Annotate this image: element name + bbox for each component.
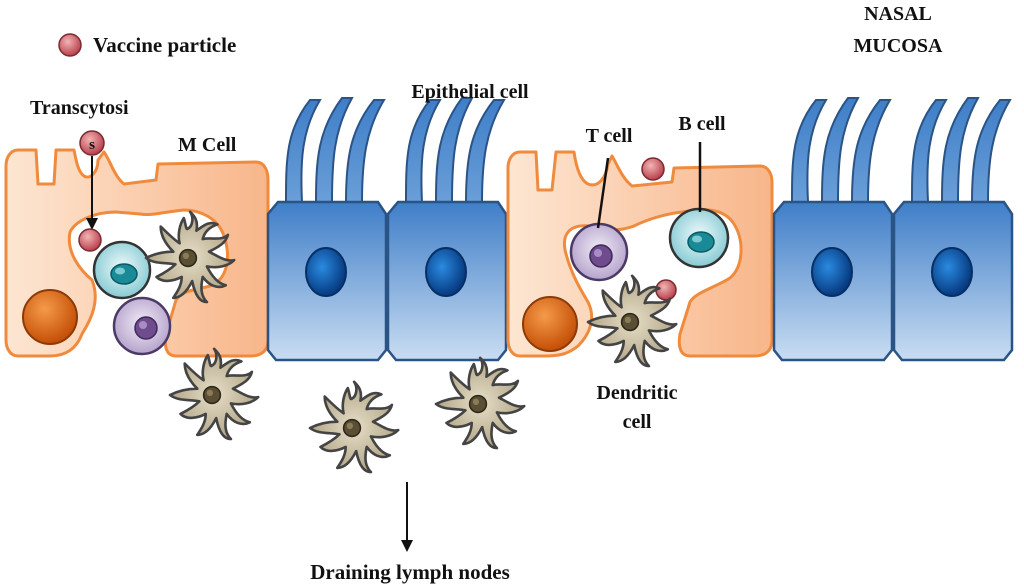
epithelial-cell-3 <box>772 96 894 362</box>
vaccine-particle-surface-right <box>641 157 665 181</box>
epithelial-cell-1 <box>266 96 388 362</box>
dendritic-cell-below-3 <box>434 356 526 450</box>
transcytosis-label-s: s <box>89 137 95 153</box>
nasal-title-line1: NASAL <box>864 3 932 25</box>
b-cell-left <box>92 240 152 300</box>
dendritic-cell-label-line2: cell <box>623 411 652 433</box>
legend-vaccine-particle-icon <box>58 33 82 57</box>
vaccine-particle-right-pocket <box>655 279 677 301</box>
m-cell-right <box>506 150 774 358</box>
dendritic-cell-below-1 <box>168 347 260 441</box>
b-cell-right <box>668 207 730 269</box>
vaccine-particle-in-pocket <box>78 228 102 252</box>
t-cell-pointer <box>596 157 610 229</box>
transcytosis-label: Transcytosi <box>30 97 129 119</box>
m-cell-left <box>4 148 270 358</box>
draining-lymph-nodes-label: Draining lymph nodes <box>310 560 510 584</box>
dendritic-cell-below-2 <box>308 380 400 474</box>
t-cell-right <box>569 222 629 282</box>
nasal-title-line2: MUCOSA <box>854 35 943 57</box>
m-cell-nucleus-right <box>522 296 578 352</box>
legend-vaccine-label: Vaccine particle <box>93 33 236 57</box>
epithelial-cell-4 <box>892 96 1014 362</box>
epithelial-cell-label: Epithelial cell <box>411 81 529 103</box>
m-cell-label: M Cell <box>178 134 237 156</box>
m-cell-nucleus-left <box>22 289 78 345</box>
t-cell-label: T cell <box>586 125 633 147</box>
vaccine-particle-transcytosis <box>79 130 105 156</box>
t-cell-left <box>112 296 172 356</box>
b-cell-label: B cell <box>678 113 726 135</box>
dendritic-cell-label-line1: Dendritic <box>596 382 677 404</box>
epithelial-cell-2 <box>386 96 508 362</box>
